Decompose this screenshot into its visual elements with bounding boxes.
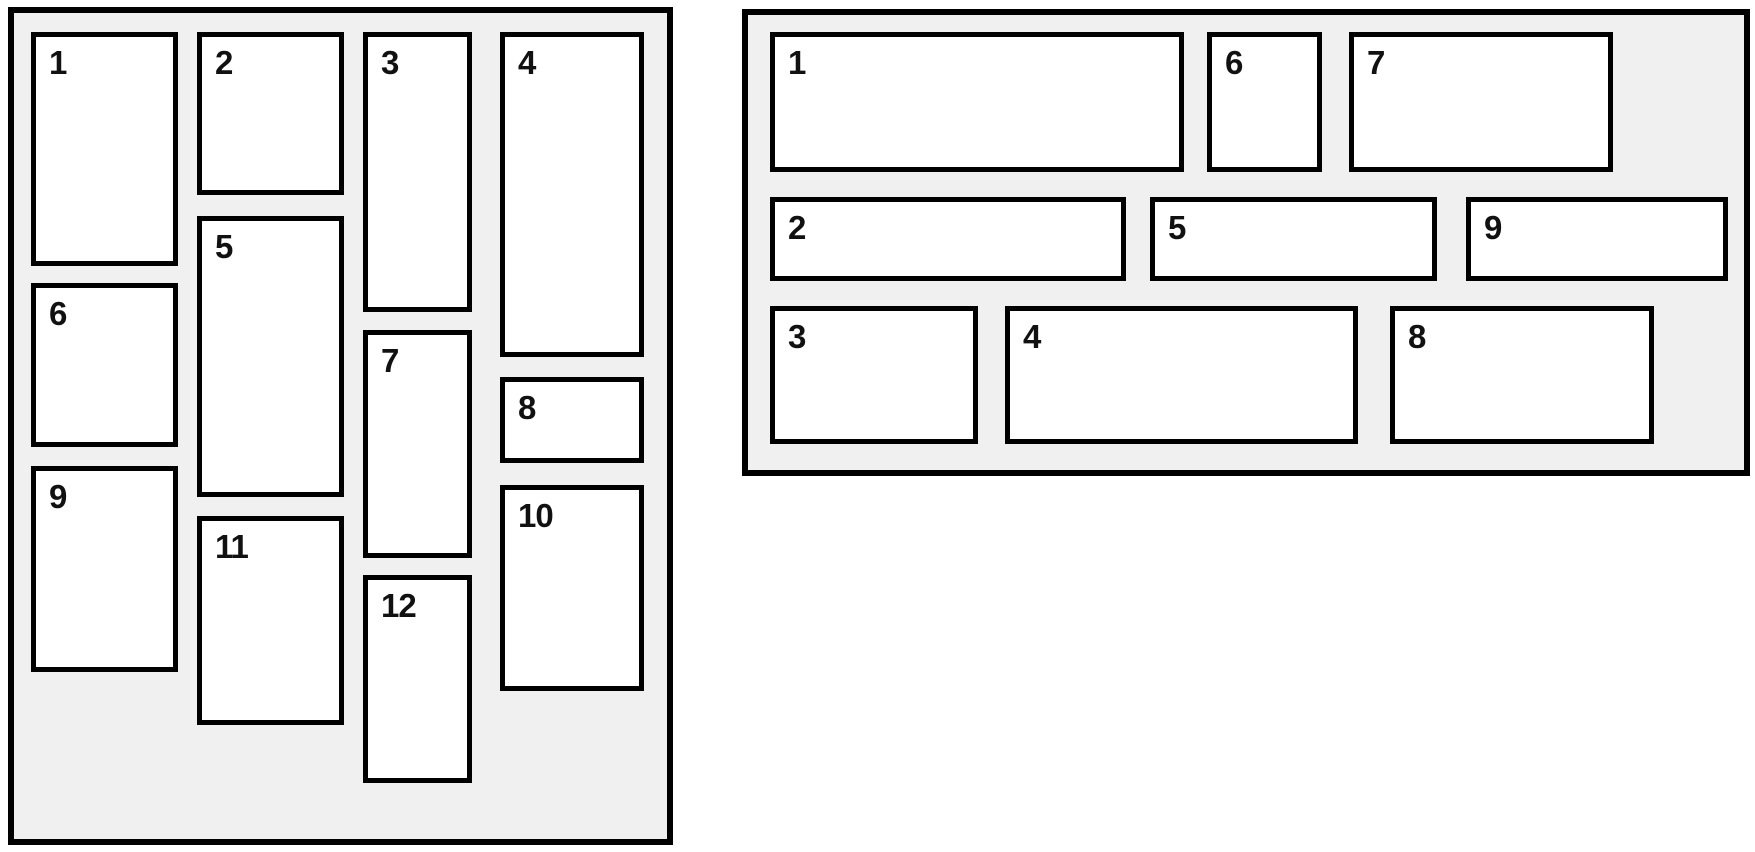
rows-panel-item-7: 7 [1349, 32, 1613, 172]
item-number: 6 [49, 295, 67, 332]
masonry-panel-item-4: 4 [500, 32, 644, 357]
item-number: 8 [518, 389, 536, 426]
rows-panel-item-8: 8 [1390, 306, 1654, 444]
item-number: 7 [1367, 44, 1385, 81]
masonry-panel-item-9: 9 [31, 466, 178, 672]
item-number: 10 [518, 497, 554, 534]
item-number: 5 [1168, 209, 1186, 246]
masonry-panel-item-3: 3 [363, 32, 472, 312]
item-number: 9 [1484, 209, 1502, 246]
masonry-panel-item-1: 1 [31, 32, 178, 266]
item-number: 11 [215, 528, 249, 565]
item-number: 3 [381, 44, 399, 81]
item-number: 6 [1225, 44, 1243, 81]
masonry-panel-item-5: 5 [197, 216, 344, 497]
item-number: 4 [518, 44, 536, 81]
masonry-panel-item-6: 6 [31, 283, 178, 447]
item-number: 8 [1408, 318, 1426, 355]
item-number: 5 [215, 228, 233, 265]
item-number: 7 [381, 342, 399, 379]
item-number: 9 [49, 478, 67, 515]
masonry-panel-item-8: 8 [500, 377, 644, 463]
item-number: 1 [788, 44, 806, 81]
masonry-panel-item-7: 7 [363, 330, 472, 558]
rows-panel-item-9: 9 [1466, 197, 1728, 281]
item-number: 1 [49, 44, 67, 81]
masonry-panel-item-12: 12 [363, 575, 472, 783]
rows-panel: 1 6 7 2 5 9 3 4 8 [742, 9, 1750, 476]
item-number: 4 [1023, 318, 1041, 355]
rows-panel-item-5: 5 [1150, 197, 1437, 281]
item-number: 2 [788, 209, 806, 246]
rows-panel-item-4: 4 [1005, 306, 1358, 444]
masonry-panel-item-2: 2 [197, 32, 344, 195]
rows-panel-item-2: 2 [770, 197, 1126, 281]
masonry-panel-item-10: 10 [500, 485, 644, 691]
rows-panel-item-6: 6 [1207, 32, 1322, 172]
rows-panel-item-3: 3 [770, 306, 978, 444]
item-number: 3 [788, 318, 806, 355]
item-number: 2 [215, 44, 233, 81]
rows-panel-item-1: 1 [770, 32, 1184, 172]
item-number: 12 [381, 587, 417, 624]
masonry-panel-item-11: 11 [197, 516, 344, 725]
